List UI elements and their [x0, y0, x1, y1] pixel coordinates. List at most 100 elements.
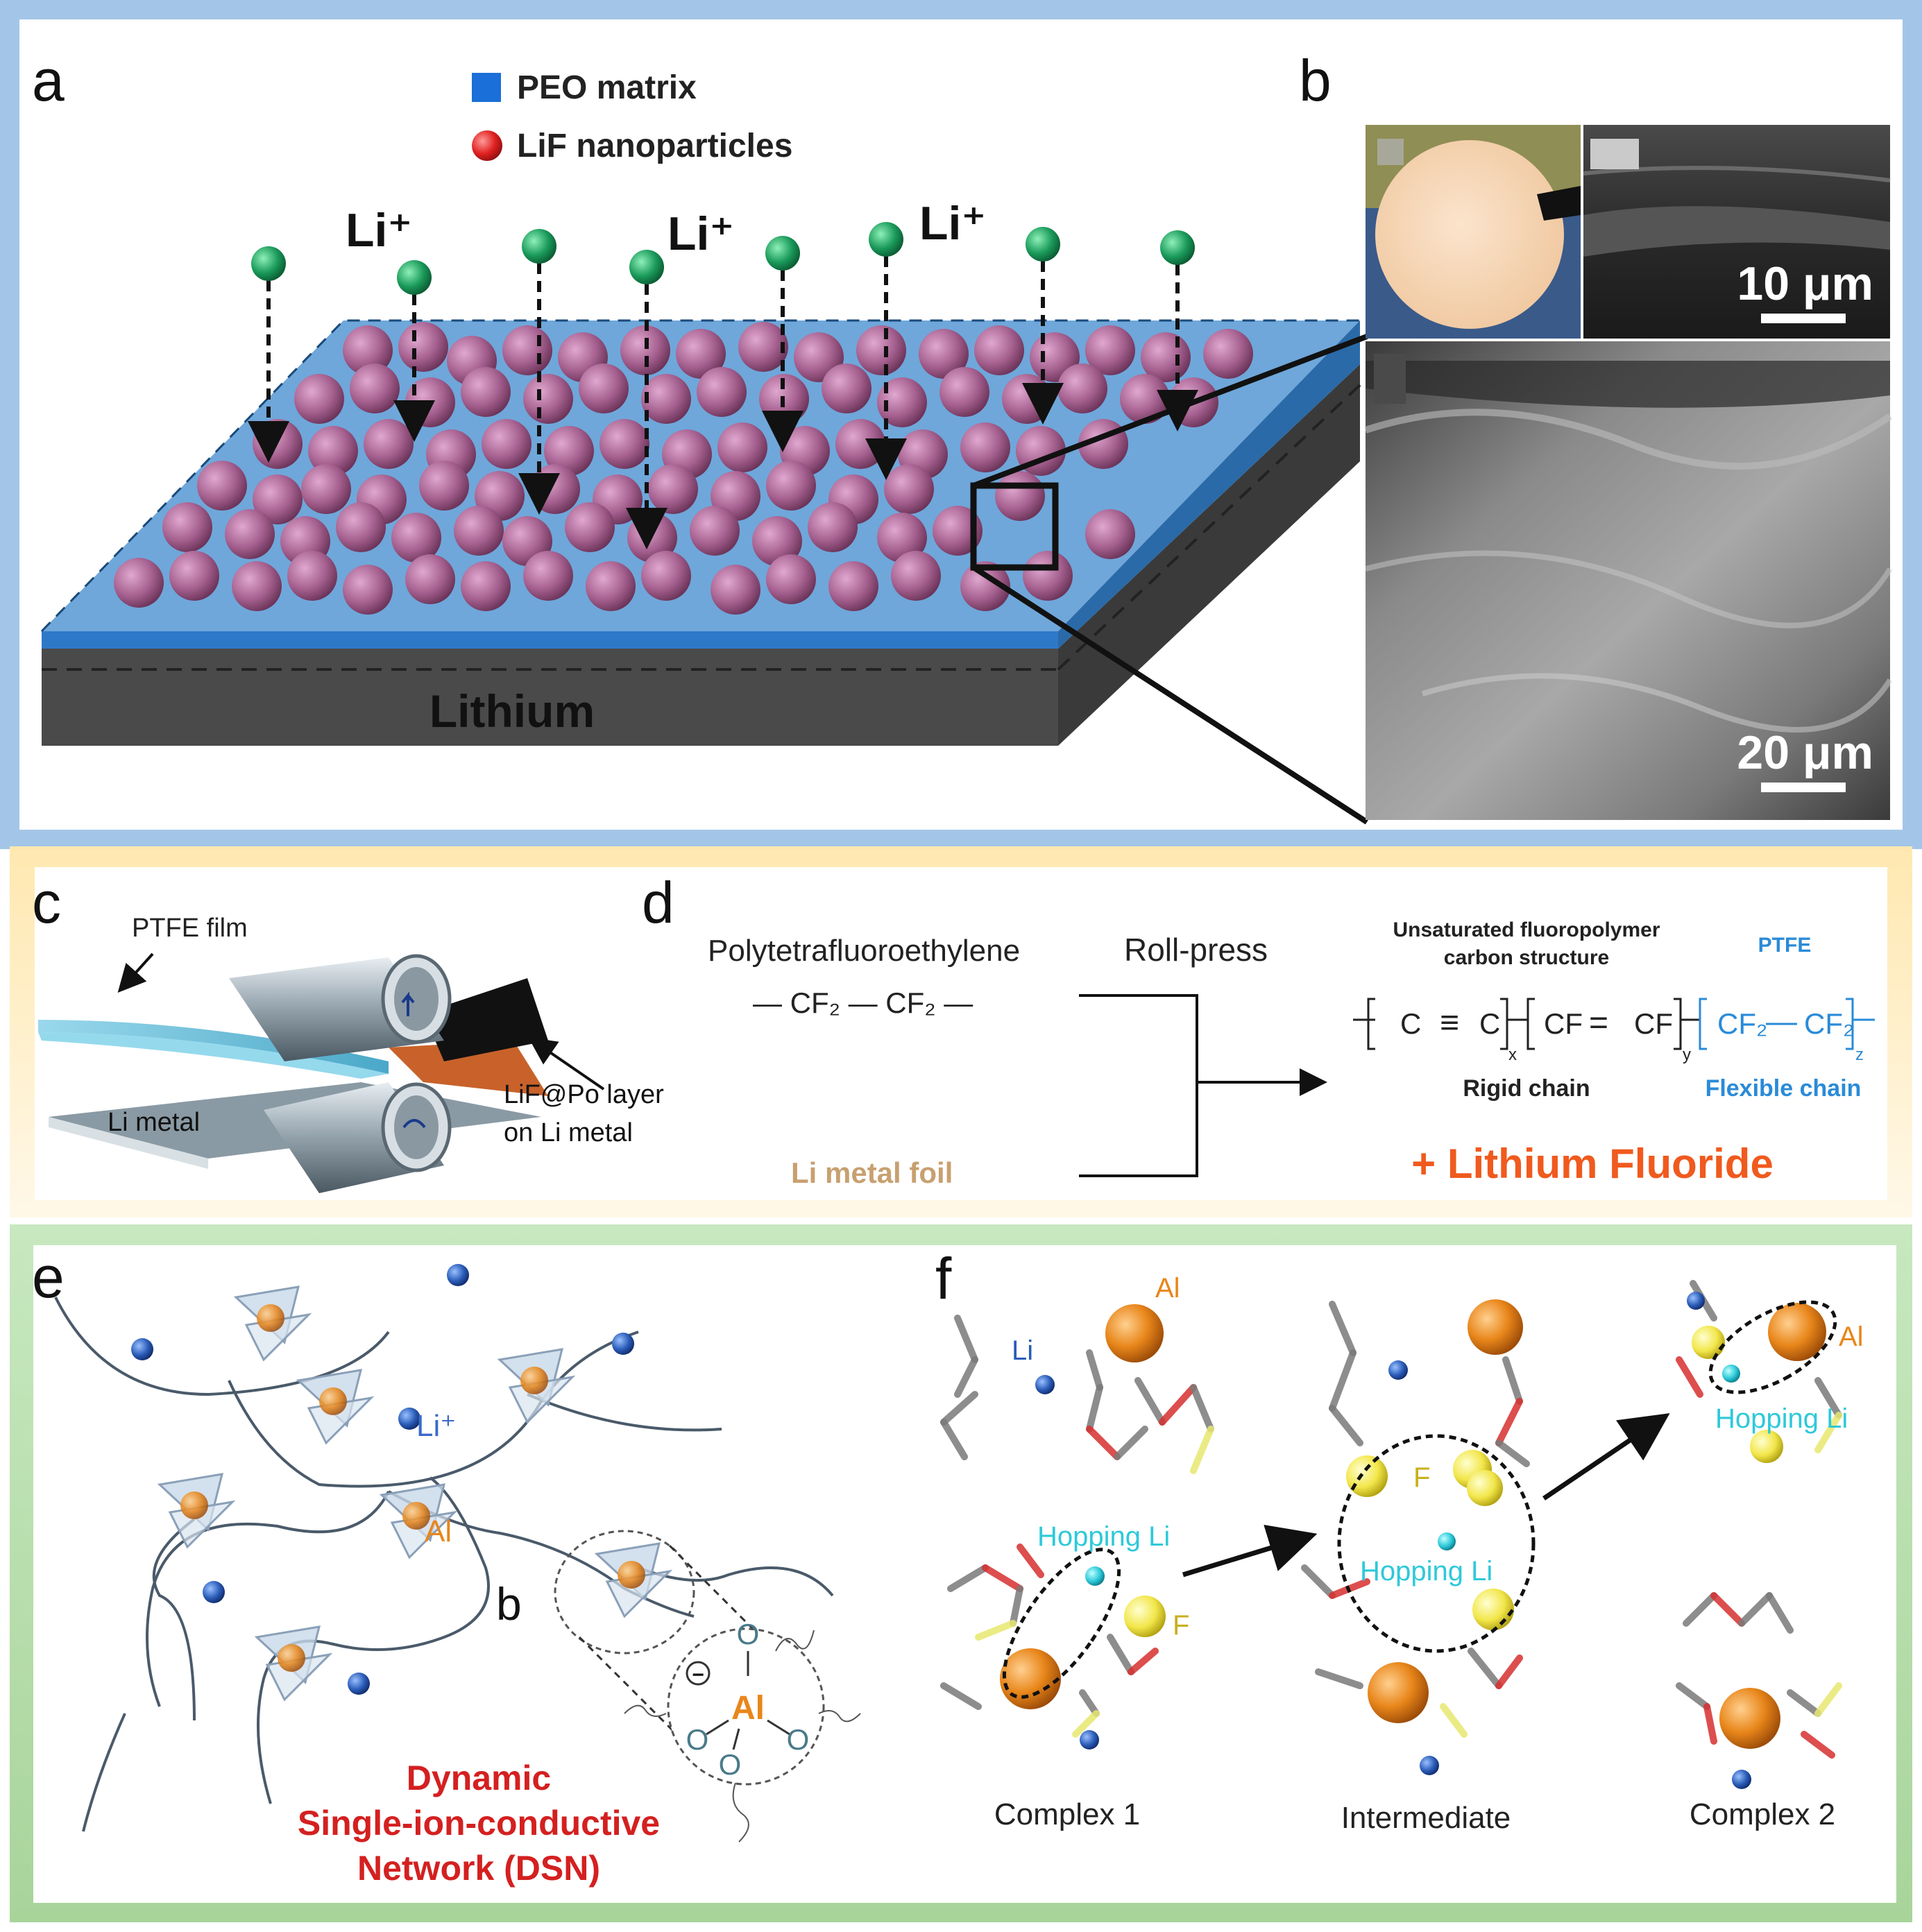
li-metal-label: Li metal	[108, 1108, 200, 1137]
bond-stick	[1683, 1592, 1717, 1627]
lif-particle	[939, 367, 989, 417]
al-node	[296, 1369, 375, 1445]
lif-particle	[162, 502, 212, 552]
lif-particle	[1057, 364, 1107, 413]
dsn-li-ions	[131, 1264, 634, 1695]
li-ion-sphere	[251, 246, 286, 281]
li-atom-int-bottom	[1420, 1756, 1439, 1775]
hopping-li-int	[1438, 1532, 1456, 1550]
bond-stick	[1086, 1384, 1103, 1433]
dsn-li-ion	[348, 1673, 370, 1695]
lif-particle	[294, 374, 344, 424]
dsn-title-1: Dynamic	[407, 1759, 551, 1797]
bond-stick	[1134, 1377, 1166, 1426]
lif-particle	[398, 322, 448, 372]
ptfe-tag: PTFE	[1758, 934, 1812, 957]
al-node	[594, 1542, 673, 1618]
panel-label-e: e	[32, 1245, 65, 1310]
legend-lif-label: LiF nanoparticles	[517, 128, 792, 164]
o-left: O	[686, 1723, 709, 1756]
lif-particle	[482, 419, 531, 469]
reaction-bracket	[1079, 994, 1198, 1177]
li-foil-label: Li metal foil	[791, 1156, 953, 1189]
structure-cf2b: CF₂	[1804, 1007, 1854, 1040]
scale-bar-10um	[1761, 314, 1846, 323]
lif-particle	[1023, 551, 1073, 601]
lif-particle	[544, 426, 594, 476]
lif-particle	[641, 551, 691, 601]
lif-particle	[877, 513, 927, 563]
intermediate-label: Intermediate	[1341, 1801, 1511, 1835]
zoom-line-1	[668, 1544, 768, 1644]
bond-stick	[954, 1315, 978, 1363]
hopping-label-c2: Hopping Li	[1715, 1403, 1848, 1434]
lif-particle	[995, 471, 1045, 521]
bond-stick	[940, 1391, 978, 1426]
panel-label-c: c	[32, 870, 61, 935]
li-ion-label-2: Li⁺	[667, 207, 734, 260]
zoom-box	[970, 482, 1059, 571]
lif-particle	[523, 374, 573, 424]
ptfe-film-pointer	[117, 952, 154, 993]
bond-stick	[940, 1419, 968, 1460]
bond-stick	[1329, 1405, 1363, 1446]
lif-particle	[877, 377, 927, 427]
lif-particle	[856, 325, 906, 375]
hopping-ellipse-c2	[1708, 1300, 1837, 1394]
lif-particle	[711, 565, 760, 615]
li-atom-c2	[1687, 1292, 1705, 1310]
bond-stick	[1010, 1585, 1023, 1627]
lif-particle	[169, 551, 219, 601]
lif-particle	[253, 475, 303, 524]
complex2-label: Complex 2	[1690, 1797, 1835, 1831]
polymer-structure: C ≡ C x CF = CF y CF₂ CF₂ z	[1353, 998, 1875, 1064]
lif-particle	[336, 502, 386, 552]
f-atom-int-1	[1346, 1455, 1388, 1497]
bond-stick	[1301, 1564, 1336, 1599]
flexible-chain-label: Flexible chain	[1706, 1075, 1862, 1102]
li-ion-label-3: Li⁺	[919, 197, 986, 250]
lif-particle	[343, 325, 393, 375]
lif-particle	[579, 364, 629, 413]
al-label-c1: Al	[1155, 1273, 1180, 1303]
al-label-c2: Al	[1839, 1322, 1864, 1352]
roll-press-label: Roll-press	[1124, 932, 1268, 968]
bond-stick	[1801, 1731, 1835, 1759]
lithium-label: Lithium	[430, 685, 595, 737]
al-node	[233, 1285, 312, 1362]
li-ion-sphere	[765, 236, 800, 271]
lif-particle	[1002, 374, 1052, 424]
lif-particle	[586, 561, 636, 611]
al-atom-int-bottom	[1368, 1662, 1429, 1723]
li-ion-sphere	[629, 250, 664, 284]
bond-stick	[1738, 1592, 1773, 1627]
legend-peo-label: PEO matrix	[517, 69, 697, 106]
bond-stick	[947, 1564, 989, 1592]
lif-particle	[738, 322, 788, 372]
lif-particle	[343, 565, 393, 615]
hopping-ellipse-c1	[1002, 1548, 1121, 1699]
li-ion-sphere	[1160, 230, 1195, 265]
lif-particle	[599, 419, 649, 469]
ptfe-formula: — CF₂ — CF₂ —	[753, 986, 973, 1019]
zoom-line-2	[578, 1636, 678, 1736]
bond-stick	[954, 1356, 978, 1398]
lif-particle	[919, 329, 969, 379]
al-atom-c1-bottom	[1000, 1648, 1061, 1709]
li-atom-c1-bottom	[1080, 1730, 1099, 1750]
bond-stick	[1329, 1301, 1357, 1356]
hopping-ellipse-int	[1337, 1434, 1536, 1653]
li-ion-arrows	[248, 222, 1198, 549]
bond-stick	[1814, 1682, 1842, 1717]
lif-particle	[114, 558, 164, 608]
li-ion-label-1: Li⁺	[346, 204, 412, 257]
o-bottom: O	[719, 1748, 742, 1781]
arrow-c1-to-int	[1182, 1524, 1318, 1578]
al-atom-c1-top	[1105, 1304, 1164, 1362]
bond-stick	[1128, 1648, 1159, 1675]
bond-stick	[1329, 1349, 1357, 1412]
legend-lif-swatch	[472, 130, 502, 161]
bond-stick	[1710, 1592, 1745, 1627]
lif-particle	[405, 554, 455, 604]
al-label-e: Al	[425, 1514, 452, 1548]
